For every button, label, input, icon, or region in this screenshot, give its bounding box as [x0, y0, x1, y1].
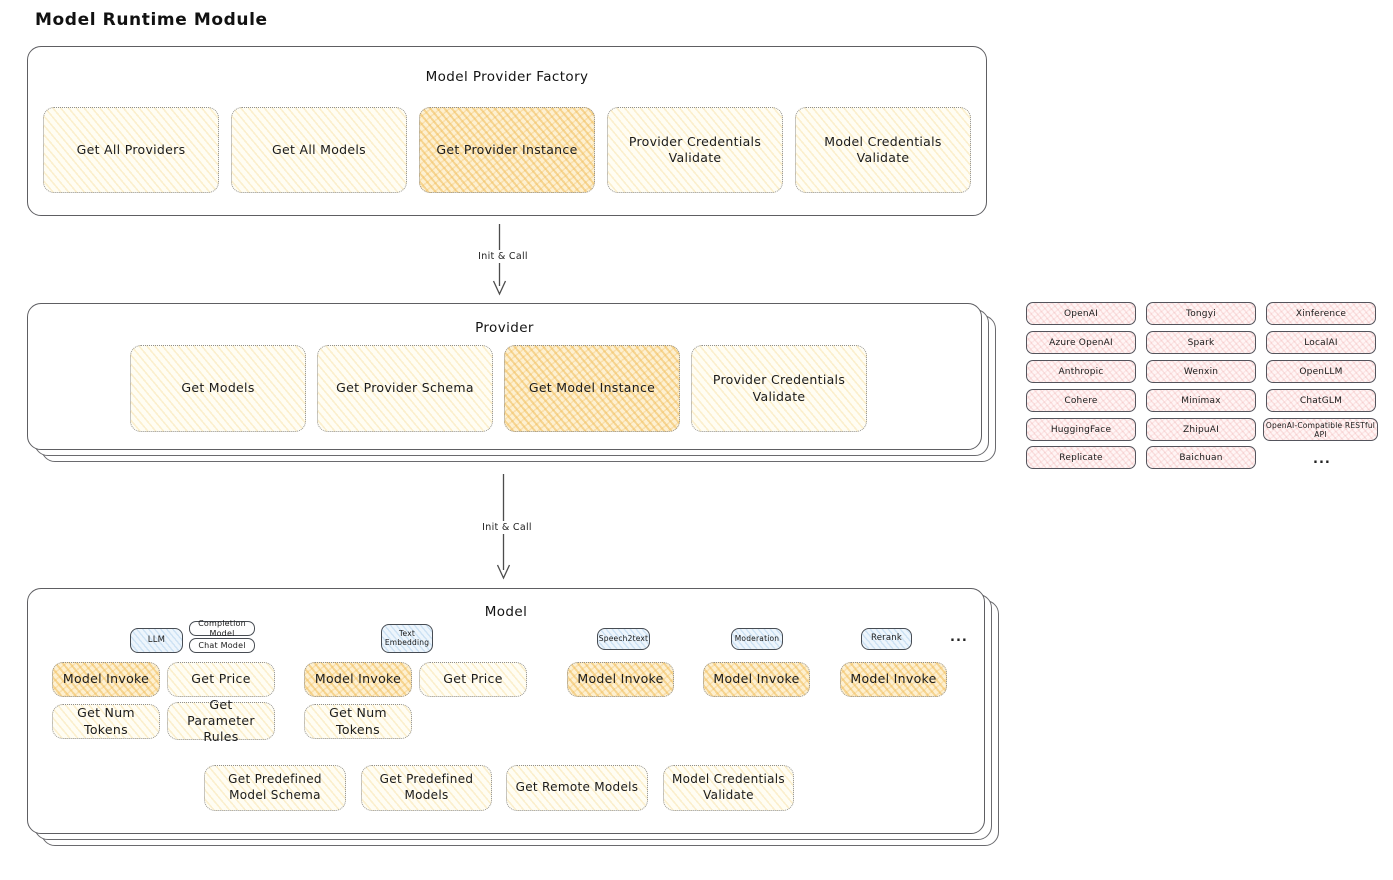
init-call-label-1: Init & Call — [468, 250, 538, 263]
model-tags-more-ellipsis: ... — [950, 630, 968, 645]
tag-chat-model: Chat Model — [189, 638, 255, 653]
text-embedding-get-num-tokens: Get Num Tokens — [304, 704, 412, 739]
tag-completion-model: Completion Model — [189, 619, 255, 638]
factory-title: Model Provider Factory — [425, 69, 589, 85]
provider-chip-chatglm: ChatGLM — [1266, 389, 1376, 412]
tag-llm: LLM — [130, 628, 183, 653]
provider-chip-openai-compatible-restful-api: OpenAI-Compatible RESTful API — [1263, 418, 1378, 441]
speech2text-model-invoke: Model Invoke — [567, 662, 674, 697]
llm-get-parameter-rules: Get Parameter Rules — [167, 697, 275, 744]
factory-provider-credentials-validate: Provider Credentials Validate — [607, 107, 783, 193]
provider-chip-baichuan: Baichuan — [1146, 446, 1256, 469]
provider-title: Provider — [475, 320, 534, 336]
model-get-remote-models: Get Remote Models — [506, 765, 648, 811]
provider-chip-tongyi: Tongyi — [1146, 302, 1256, 325]
rerank-model-invoke: Model Invoke — [840, 662, 947, 697]
tag-moderation: Moderation — [731, 628, 783, 650]
tag-rerank: Rerank — [861, 628, 912, 650]
provider-provider-credentials-validate: Provider Credentials Validate — [691, 345, 867, 432]
text-embedding-get-price: Get Price — [419, 662, 527, 697]
model-model-credentials-validate: Model Credentials Validate — [663, 765, 794, 811]
llm-get-price: Get Price — [167, 662, 275, 697]
init-call-label-2: Init & Call — [472, 521, 542, 534]
provider-chip-openllm: OpenLLM — [1266, 360, 1376, 383]
tag-text-embedding: Text Embedding — [381, 624, 433, 653]
text-embedding-model-invoke: Model Invoke — [304, 662, 412, 697]
provider-chip-localai: LocalAI — [1266, 331, 1376, 354]
factory-get-all-providers: Get All Providers — [43, 107, 219, 193]
provider-chips-more-ellipsis: ... — [1313, 452, 1331, 467]
provider-chip-wenxin: Wenxin — [1146, 360, 1256, 383]
provider-chip-spark: Spark — [1146, 331, 1256, 354]
provider-chip-minimax: Minimax — [1146, 389, 1256, 412]
factory-get-provider-instance: Get Provider Instance — [419, 107, 595, 193]
provider-chip-huggingface: HuggingFace — [1026, 418, 1136, 441]
provider-chip-cohere: Cohere — [1026, 389, 1136, 412]
factory-model-credentials-validate: Model Credentials Validate — [795, 107, 971, 193]
provider-chip-anthropic: Anthropic — [1026, 360, 1136, 383]
factory-get-all-models: Get All Models — [231, 107, 407, 193]
page-title: Model Runtime Module — [35, 10, 268, 30]
provider-chip-azure-openai: Azure OpenAI — [1026, 331, 1136, 354]
model-get-predefined-model-schema: Get Predefined Model Schema — [204, 765, 346, 811]
tag-speech2text: Speech2text — [597, 628, 650, 650]
provider-get-provider-schema: Get Provider Schema — [317, 345, 493, 432]
llm-model-invoke: Model Invoke — [52, 662, 160, 697]
provider-chip-zhipuai: ZhipuAI — [1146, 418, 1256, 441]
model-get-predefined-models: Get Predefined Models — [361, 765, 492, 811]
provider-get-model-instance: Get Model Instance — [504, 345, 680, 432]
provider-chip-xinference: Xinference — [1266, 302, 1376, 325]
provider-get-models: Get Models — [130, 345, 306, 432]
provider-chip-replicate: Replicate — [1026, 446, 1136, 469]
provider-chip-openai: OpenAI — [1026, 302, 1136, 325]
model-title: Model — [484, 604, 528, 620]
llm-get-num-tokens: Get Num Tokens — [52, 704, 160, 739]
moderation-model-invoke: Model Invoke — [703, 662, 810, 697]
